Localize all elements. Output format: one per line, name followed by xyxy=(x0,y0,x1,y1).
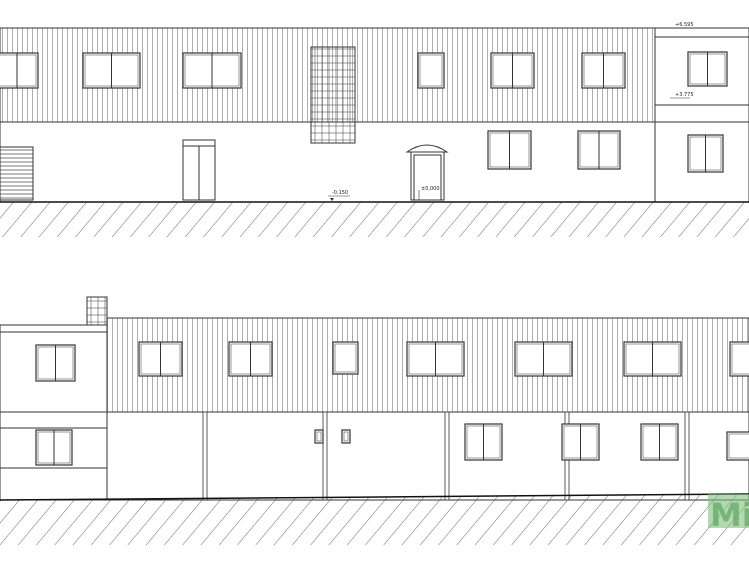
upper-elevation: +6.595 +3.775 -0.150 ±0,000 xyxy=(0,22,749,237)
structural-column xyxy=(202,411,208,501)
window xyxy=(687,134,724,173)
window xyxy=(0,52,39,89)
window xyxy=(726,431,749,461)
level-label-roof: +6.595 xyxy=(675,22,694,28)
level-marker-floor: ±0,000 xyxy=(418,186,440,200)
window xyxy=(182,52,242,89)
level-marker-annex: +3.775 xyxy=(670,92,694,99)
level-label-terrain: -0.150 xyxy=(332,190,348,196)
lower-elevation xyxy=(0,296,749,545)
svg-text:Mi: Mi xyxy=(710,496,749,534)
window xyxy=(729,341,749,377)
window xyxy=(464,423,503,461)
level-label-floor: ±0,000 xyxy=(421,186,440,192)
window xyxy=(417,52,445,89)
window xyxy=(228,341,273,377)
level-marker-roof: +6.595 xyxy=(670,22,694,29)
glass-block-panel xyxy=(310,46,356,144)
window xyxy=(581,52,626,89)
door-entrance-arched xyxy=(405,144,449,201)
window xyxy=(687,51,728,87)
ventilation-louver xyxy=(0,146,34,201)
window xyxy=(341,429,351,444)
window xyxy=(35,429,73,466)
watermark-logo: Mi xyxy=(708,494,749,534)
window xyxy=(490,52,535,89)
window xyxy=(640,423,679,461)
chimney xyxy=(86,296,108,326)
window xyxy=(82,52,141,89)
window xyxy=(314,429,324,444)
level-label-annex: +3.775 xyxy=(675,92,694,98)
window xyxy=(514,341,573,377)
structural-column xyxy=(322,411,328,501)
window xyxy=(623,341,682,377)
upper-ground-hatch xyxy=(0,202,749,237)
structural-column xyxy=(444,411,450,501)
door-left xyxy=(182,139,216,201)
window xyxy=(406,341,465,377)
structural-column xyxy=(684,411,690,501)
window xyxy=(138,341,183,377)
lower-ground-hatch xyxy=(0,494,749,545)
window xyxy=(332,341,359,375)
level-marker-terrain: -0.150 xyxy=(328,190,350,201)
window xyxy=(35,344,76,382)
window xyxy=(577,130,621,170)
window xyxy=(561,423,600,461)
window xyxy=(487,130,532,170)
